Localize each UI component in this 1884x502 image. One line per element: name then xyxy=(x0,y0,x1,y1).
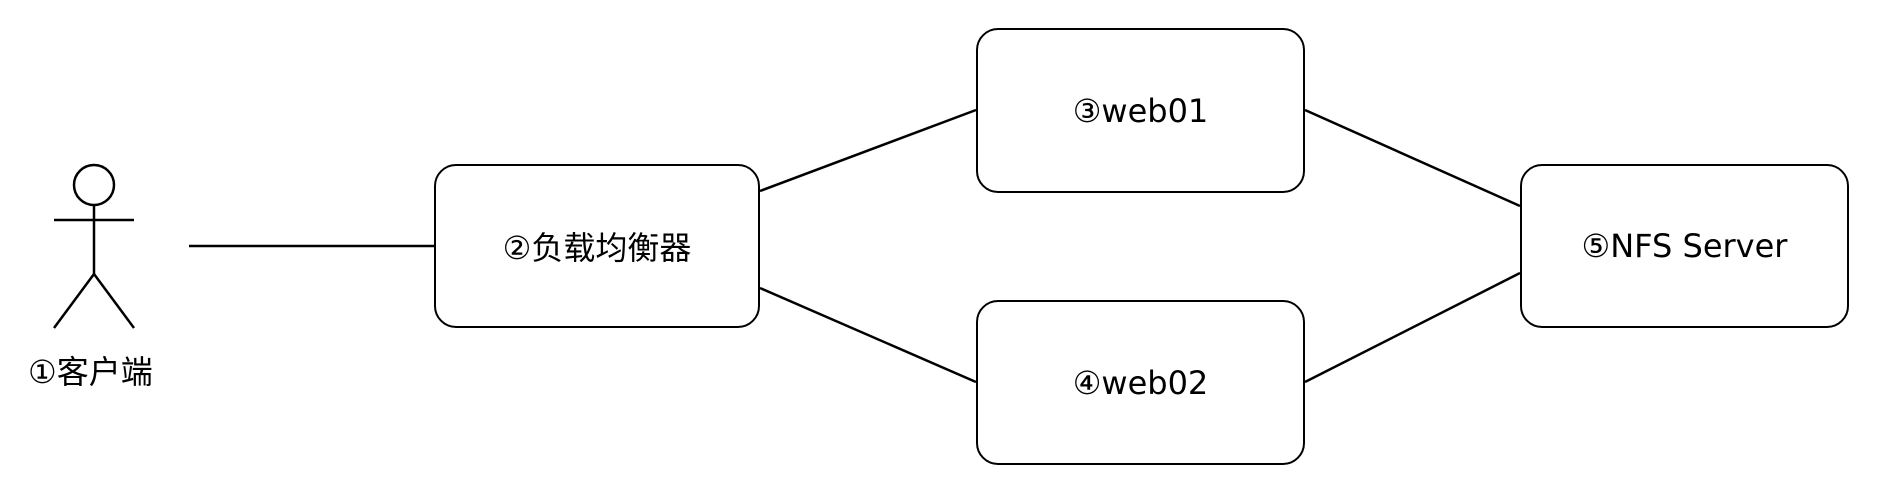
actor-left-leg xyxy=(52,273,96,329)
nfs-server-label: ⑤NFS Server xyxy=(1581,227,1788,265)
edge-load-balancer-to-web01 xyxy=(759,108,977,193)
edge-load-balancer-to-web02 xyxy=(759,286,977,384)
actor-right-leg xyxy=(92,273,136,329)
actor-head xyxy=(72,163,116,207)
load-balancer-node[interactable]: ②负载均衡器 xyxy=(434,164,760,328)
edge-web02-to-nfs-server xyxy=(1304,271,1521,384)
web02-label: ④web02 xyxy=(1072,363,1209,402)
person-actor-icon xyxy=(52,163,136,329)
nfs-server-node[interactable]: ⑤NFS Server xyxy=(1520,164,1849,328)
web02-node[interactable]: ④web02 xyxy=(976,300,1305,465)
web01-node[interactable]: ③web01 xyxy=(976,28,1305,193)
load-balancer-label: ②负载均衡器 xyxy=(502,229,692,267)
client-actor-label: ①客户端 xyxy=(28,353,153,391)
edge-web01-to-nfs-server xyxy=(1304,108,1521,208)
web01-label: ③web01 xyxy=(1072,91,1209,130)
